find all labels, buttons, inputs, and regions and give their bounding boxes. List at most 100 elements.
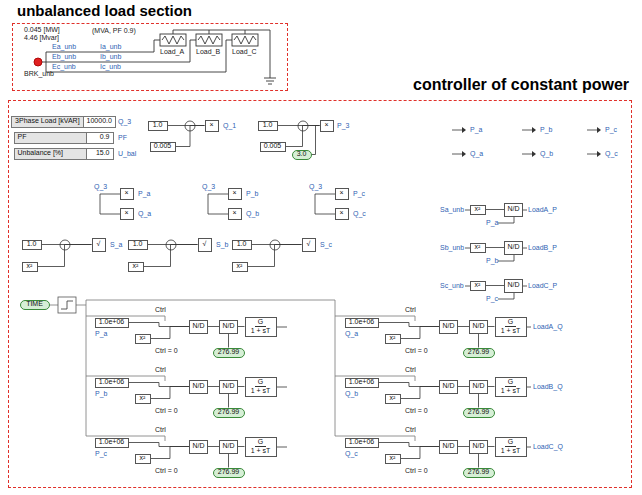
breaker-dot <box>34 58 42 66</box>
block-text: N/D <box>222 382 234 390</box>
block-text: 1 + sT <box>501 447 521 455</box>
constant-oval: 276.99 <box>213 408 245 418</box>
block-box: x² <box>22 262 38 272</box>
resistor-zigzag <box>162 36 184 44</box>
signal-label: Load_A <box>160 48 184 56</box>
block-text: × <box>232 189 236 197</box>
signal-wire <box>401 387 440 399</box>
block-box: × <box>335 208 349 220</box>
block-text: x² <box>140 334 146 342</box>
block-box: x² <box>232 262 248 272</box>
block-text: N/D <box>442 322 454 330</box>
block-box: N/D <box>504 279 522 293</box>
signal-label: P_b <box>486 257 498 265</box>
transfer-function-box: G1 + sT <box>495 437 527 457</box>
signal-wire <box>151 327 190 339</box>
parameter-row: PF0.9 <box>14 132 114 144</box>
signal-label: Q_c <box>345 450 358 458</box>
block-box: x² <box>385 394 401 404</box>
block-text: G <box>505 438 516 447</box>
signal-label: P_a <box>138 190 150 198</box>
signal-label: Sb_unb <box>440 244 464 252</box>
signal-label: Ea_unb <box>52 43 76 51</box>
block-box: N/D <box>189 320 207 334</box>
signal-wire <box>401 327 440 339</box>
block-box: N/D <box>189 440 207 454</box>
signal-label: Ctrl <box>405 366 416 374</box>
block-box: x² <box>135 394 151 404</box>
output-wire <box>277 327 287 447</box>
block-box: √ <box>302 238 316 252</box>
signal-label: Q_3 <box>309 183 322 191</box>
output-arrow <box>462 127 466 133</box>
signal-label: (MVA, PF 0.9) <box>92 27 136 35</box>
block-text: 276.99 <box>468 468 489 476</box>
block-text: G <box>255 438 266 447</box>
signal-wire <box>486 247 505 248</box>
block-text: × <box>209 121 213 129</box>
block-box: 1.0e+06 <box>95 438 129 448</box>
block-box: x² <box>470 205 486 215</box>
block-text: G <box>505 318 516 327</box>
signal-wire <box>478 394 479 408</box>
block-text: 1 + sT <box>501 327 521 335</box>
block-text: N/D <box>472 382 484 390</box>
output-arrow <box>462 151 466 157</box>
block-box: N/D <box>469 380 487 394</box>
block-text: 1 + sT <box>251 387 271 395</box>
transfer-function-box: G1 + sT <box>245 437 277 457</box>
block-text: N/D <box>507 281 519 289</box>
transfer-function-box: G1 + sT <box>495 317 527 337</box>
block-text: 0.9 <box>87 133 113 143</box>
block-text: × <box>124 189 128 197</box>
signal-label: Eb_unb <box>52 53 76 61</box>
block-box: N/D <box>189 380 207 394</box>
block-text: x² <box>133 262 139 270</box>
connector-group <box>38 126 505 468</box>
signal-wire <box>238 386 245 387</box>
block-text: 276.99 <box>468 408 489 416</box>
block-text: N/D <box>192 382 204 390</box>
constant-oval: 276.99 <box>463 348 495 358</box>
signal-wire <box>238 326 245 327</box>
block-text: × <box>339 189 343 197</box>
block-box: √ <box>198 238 212 252</box>
phase-wire <box>46 40 160 52</box>
block-box: 1.0 <box>22 240 42 250</box>
block-text: √ <box>97 240 101 248</box>
signal-wire <box>458 326 470 327</box>
block-text: N/D <box>507 243 519 251</box>
block-text: 3Phase Load [kVAR] <box>12 117 83 127</box>
block-box: × <box>228 188 242 200</box>
signal-wire <box>486 285 505 286</box>
block-text: 1.0e+06 <box>99 378 125 386</box>
block-text: x² <box>27 262 33 270</box>
signal-label: Q_3 <box>202 183 215 191</box>
parameter-row: 3Phase Load [kVAR]10000.0 <box>11 116 116 128</box>
block-box: 1.0 <box>148 121 168 131</box>
block-box: N/D <box>504 203 522 217</box>
signal-label: P_b <box>95 390 107 398</box>
load-symbol <box>196 34 222 46</box>
block-text: 1 + sT <box>501 387 521 395</box>
block-text: 1.0 <box>237 240 247 248</box>
signal-wire <box>478 334 479 348</box>
signal-label: LoadB_P <box>528 244 557 252</box>
block-box: 1.0e+06 <box>345 438 379 448</box>
parameter-row: Unbalance [%]15.0 <box>14 148 114 160</box>
block-box: 1.0 <box>128 240 148 250</box>
signal-label: P_a <box>95 330 107 338</box>
block-text: G <box>255 378 266 387</box>
signal-label: P_a <box>470 126 482 134</box>
signal-wire <box>488 326 495 327</box>
block-text: PF <box>15 133 87 143</box>
region-title: unbalanced load section <box>17 2 192 19</box>
block-text: x² <box>390 394 396 402</box>
signal-wire <box>458 386 470 387</box>
signal-label: U_bal <box>118 150 136 158</box>
transfer-function-box: G1 + sT <box>245 377 277 397</box>
block-box: 1.0e+06 <box>345 318 379 328</box>
block-text: 0.005 <box>264 142 282 150</box>
block-box: N/D <box>439 440 457 454</box>
